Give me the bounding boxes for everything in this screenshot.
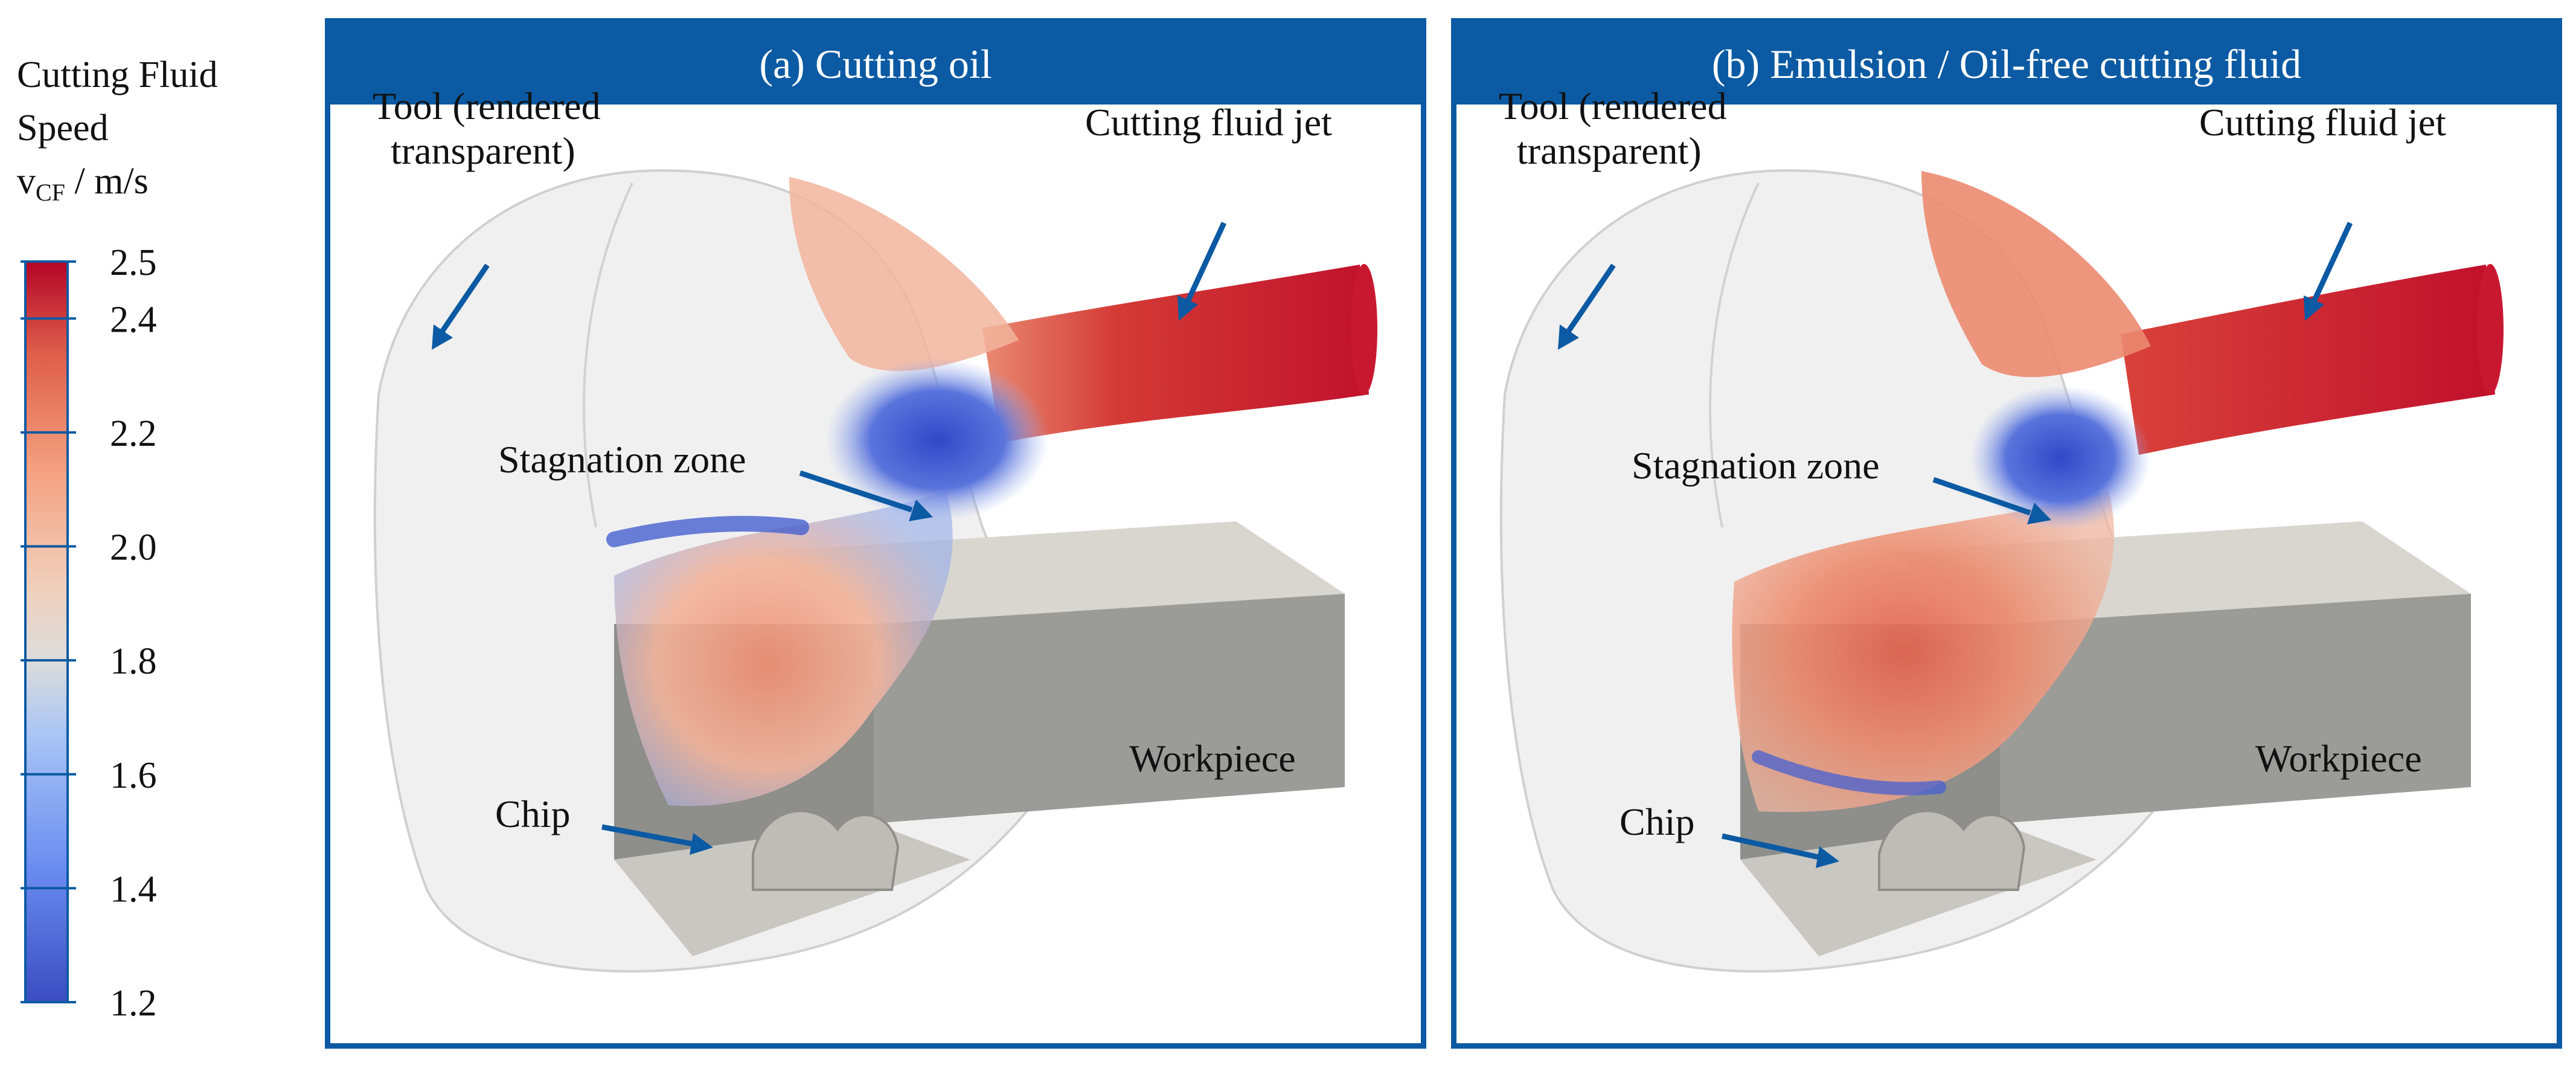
legend-title: Cutting Fluid Speed vCF / m/s — [17, 48, 217, 219]
workpiece-front — [2000, 594, 2471, 823]
panel-b-arrows — [1558, 222, 2353, 868]
panel-a-arrows — [432, 222, 1227, 855]
colorbar-ticks: 2.5 2.4 2.2 2.0 1.8 1.6 1.4 1.2 — [21, 242, 157, 1024]
jet-arrow-head — [2304, 295, 2324, 321]
colorbar-gradient — [25, 262, 68, 1002]
panel-b-scene — [1499, 169, 2504, 973]
chip-arrow — [601, 824, 693, 847]
jet-arrow — [1185, 222, 1227, 303]
workpiece-label: Workpiece — [2255, 737, 2422, 780]
jet-label: Cutting fluid jet — [2199, 101, 2446, 144]
panel-cutting-oil: (a) Cutting oil — [325, 18, 1426, 1049]
colorbar-tick-label: 2.4 — [110, 299, 157, 340]
fluid-spray-lower — [614, 491, 953, 806]
fluid-spray-blue-band — [1752, 750, 1946, 796]
tool-label-line1: Tool (rendered — [373, 85, 601, 127]
legend-quantity: vCF / m/s — [17, 155, 217, 219]
colorbar-tick-label: 2.5 — [110, 242, 157, 283]
jet-cross-section — [2477, 264, 2504, 394]
chip-arrow-head — [1816, 846, 1839, 868]
workpiece-label: Workpiece — [1129, 737, 1296, 780]
tool-arrow — [1566, 263, 1616, 333]
jet-arrow — [2311, 222, 2353, 303]
panel-b-title: (b) Emulsion / Oil-free cutting fluid — [1456, 24, 2557, 105]
legend-title-line2: Speed — [17, 108, 109, 149]
fluid-spray-upper — [1921, 171, 2151, 378]
tool-inner-edge — [583, 182, 633, 528]
cutting-fluid-jet — [2121, 265, 2495, 455]
chip-arrow — [1722, 833, 1819, 860]
tool-arrow — [440, 263, 490, 333]
cutting-fluid-jet — [982, 265, 1369, 443]
tool-arrow-head — [432, 324, 453, 350]
tool-label-line2: transparent) — [391, 129, 575, 172]
colorbar-graphic: 2.5 2.4 2.2 2.0 1.8 1.6 1.4 1.2 — [21, 242, 157, 1024]
legend-symbol-subscript: CF — [36, 179, 65, 206]
chip-arrow-head — [690, 833, 713, 855]
tool-arrow-head — [1558, 324, 1579, 350]
panel-a-title: (a) Cutting oil — [330, 24, 1421, 105]
tool-label-line2: transparent) — [1517, 129, 1702, 172]
fluid-spray-blue-band — [606, 516, 809, 547]
panel-a-scene — [373, 169, 1377, 973]
colorbar-tick-label: 1.6 — [110, 755, 157, 796]
fluid-spray-lower — [1732, 491, 2115, 812]
chip-label: Chip — [495, 793, 571, 835]
chip-label: Chip — [1620, 800, 1695, 843]
colorbar-tick-label: 1.2 — [110, 983, 157, 1024]
legend-symbol: v — [17, 161, 36, 202]
workpiece-front — [874, 594, 1345, 823]
legend-unit: / m/s — [65, 161, 149, 202]
tool-label: Tool (rendered transparent) — [373, 84, 601, 173]
stagnation-label: Stagnation zone — [498, 438, 746, 481]
jet-arrow-head — [1177, 295, 1198, 321]
colorbar-tick-label: 2.2 — [110, 413, 157, 454]
tool-label-line1: Tool (rendered — [1499, 85, 1727, 127]
stagnation-zone-blob — [1970, 385, 2151, 530]
jet-label: Cutting fluid jet — [1085, 101, 1332, 144]
stagnation-arrow — [799, 470, 913, 513]
stagnation-arrow-head — [2027, 503, 2051, 524]
panel-emulsion: (b) Emulsion / Oil-free cutting fluid — [1451, 18, 2562, 1049]
chip — [1878, 809, 2026, 891]
jet-cross-section — [1351, 264, 1377, 394]
fluid-spray-upper — [789, 177, 1019, 372]
chip — [752, 809, 900, 891]
legend-title-line1: Cutting Fluid — [17, 54, 218, 95]
tool-inner-edge — [1709, 182, 1760, 528]
tool-label: Tool (rendered transparent) — [1499, 84, 1727, 173]
colorbar-tick-label: 1.4 — [110, 869, 157, 910]
colorbar-tick-label: 2.0 — [110, 527, 157, 568]
colorbar-tick-label: 1.8 — [110, 641, 157, 682]
stagnation-label: Stagnation zone — [1632, 444, 1880, 487]
stagnation-arrow-head — [909, 500, 933, 521]
stagnation-zone-blob — [825, 358, 1049, 521]
stagnation-arrow — [1932, 477, 2031, 516]
